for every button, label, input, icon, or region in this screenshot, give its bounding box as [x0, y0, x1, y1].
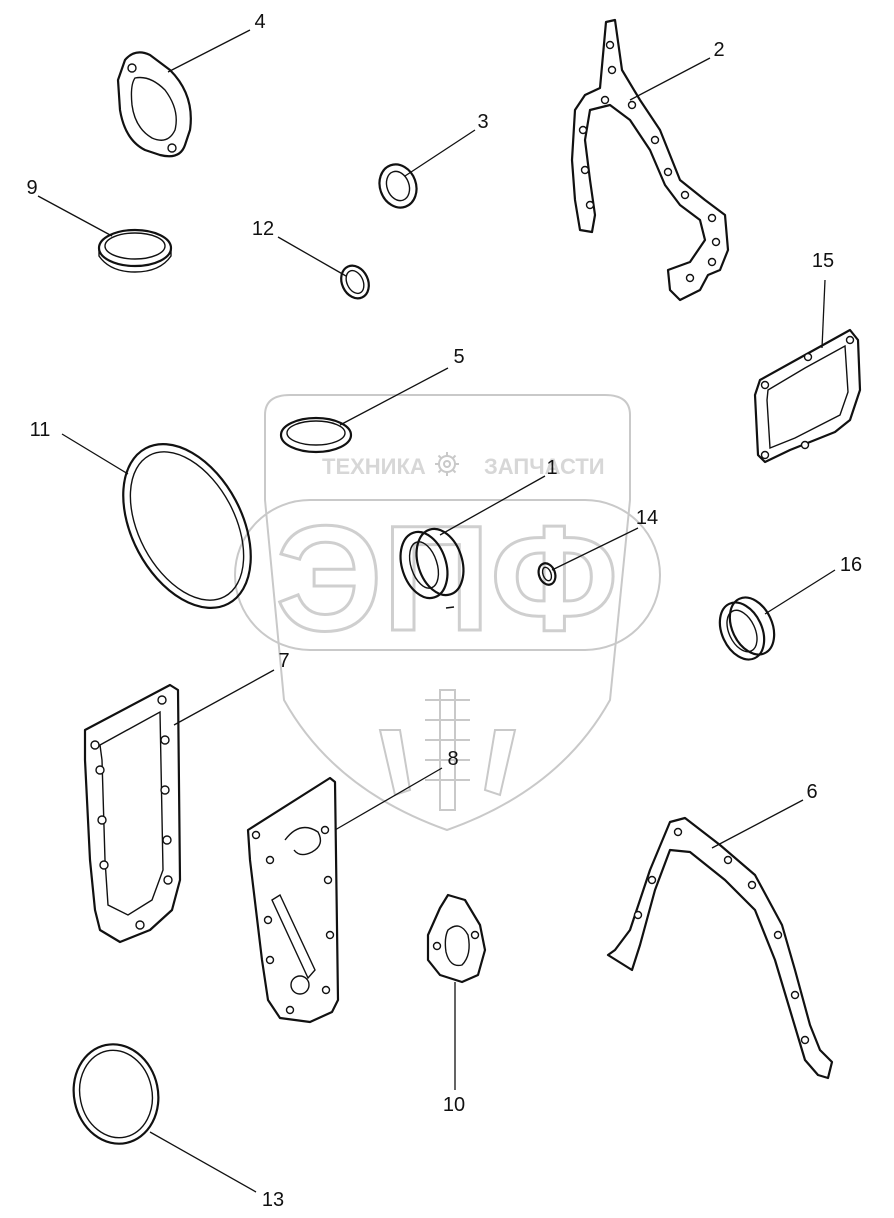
callout-5: 5	[453, 346, 464, 368]
part-3-seal	[378, 163, 418, 209]
part-9-ring-seal	[97, 228, 173, 273]
leader-7	[173, 669, 275, 726]
part-2-front-cover-gasket	[570, 18, 730, 302]
callout-16: 16	[840, 554, 862, 576]
callout-numbers: 4 3 2 9 12 15 5 11 1 14 16 7 8 6 10 13	[26, 11, 862, 1211]
callout-13: 13	[262, 1189, 284, 1211]
leader-9	[37, 195, 113, 237]
leader-3	[404, 129, 476, 177]
leader-lines	[37, 29, 836, 1193]
leader-4	[167, 29, 251, 73]
callout-2: 2	[713, 39, 724, 61]
part-7-oil-cooler-gasket	[83, 683, 182, 944]
part-12-o-ring	[340, 264, 370, 300]
part-11-large-o-ring	[122, 443, 252, 609]
watermark-right-text: ЗАПЧАСТИ	[484, 454, 605, 479]
leader-13	[149, 1131, 257, 1193]
callout-15: 15	[812, 250, 834, 272]
part-10-flange-gasket	[426, 893, 487, 984]
leader-12	[277, 236, 347, 277]
callout-4: 4	[254, 11, 265, 33]
leader-8	[334, 767, 443, 831]
leader-14	[551, 527, 639, 571]
watermark-badge	[234, 499, 661, 651]
callout-7: 7	[278, 650, 289, 672]
watermark-left-text: ТЕХНИКА	[322, 454, 426, 479]
callout-10: 10	[443, 1094, 465, 1116]
callout-11: 11	[30, 419, 51, 441]
leader-5	[339, 367, 449, 426]
leader-16	[764, 569, 836, 615]
leader-1	[439, 475, 546, 536]
part-5-ring	[279, 416, 353, 454]
leader-11	[61, 433, 129, 475]
wheat-icon	[378, 689, 517, 811]
callout-12: 12	[252, 218, 274, 240]
part-1-crankshaft-seal	[399, 527, 465, 609]
callout-6: 6	[806, 781, 817, 803]
part-13-o-ring	[72, 1043, 160, 1145]
callout-8: 8	[447, 748, 458, 770]
leader-15	[821, 279, 826, 349]
leader-2	[629, 57, 711, 101]
gear-icon	[435, 452, 459, 476]
part-4-flange-gasket	[116, 51, 192, 158]
part-8-cooler-cover-gasket	[246, 776, 340, 1024]
part-16-seal	[718, 596, 776, 661]
callout-9: 9	[26, 177, 37, 199]
part-14-seal-ring	[537, 562, 557, 586]
callout-3: 3	[477, 111, 488, 133]
callout-1: 1	[546, 457, 557, 479]
watermark-shield	[264, 394, 631, 832]
callout-14: 14	[636, 507, 658, 529]
leader-6	[711, 799, 804, 849]
part-6-rear-cover-gasket	[606, 816, 834, 1080]
part-15-cover-gasket	[753, 328, 862, 464]
